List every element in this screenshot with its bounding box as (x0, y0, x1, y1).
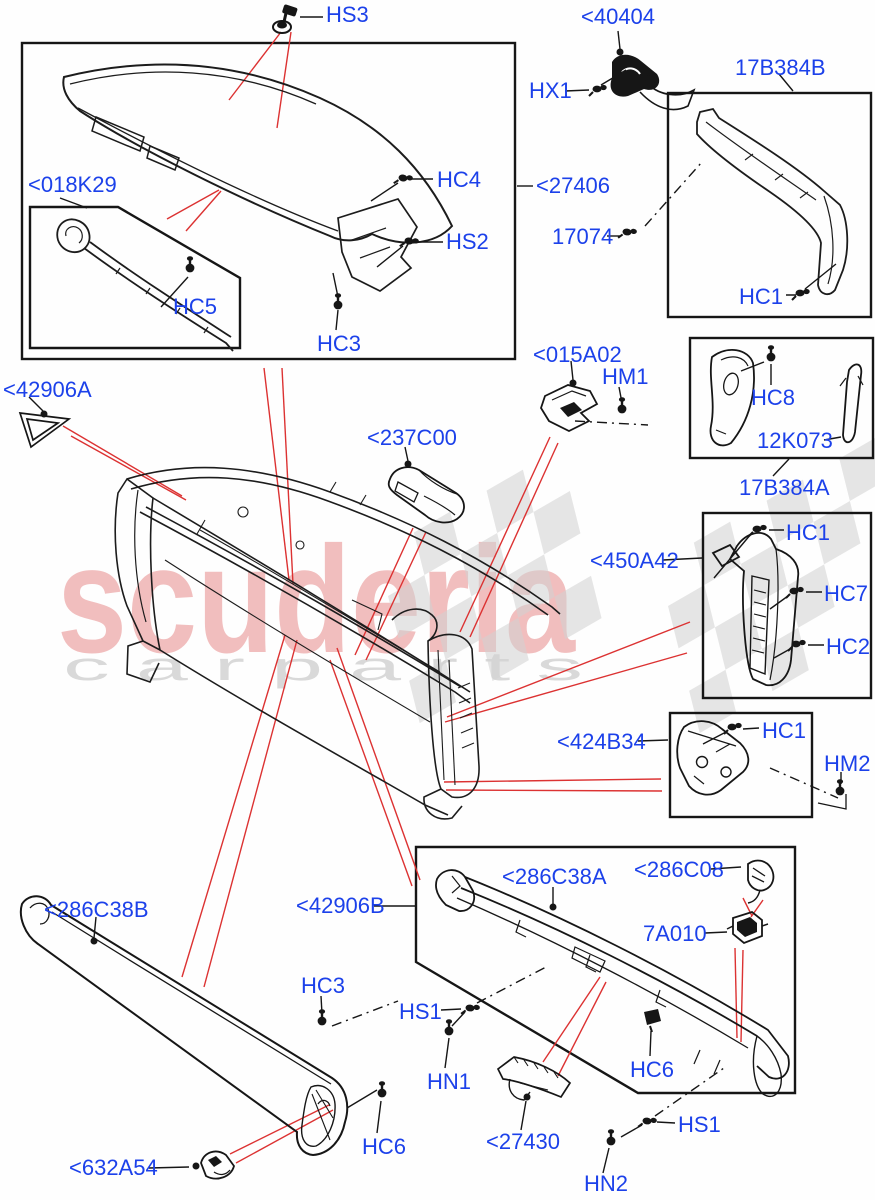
pillar-trim-450a42-illustration (711, 532, 800, 687)
part-label-hs3[interactable]: HS3 (326, 2, 369, 27)
lower-panel-286c38b-illustration (19, 895, 349, 1157)
part-label-450a42[interactable]: <450A42 (590, 548, 679, 573)
dot-237c00-icon (404, 460, 412, 468)
part-label-42906b[interactable]: <42906B (296, 893, 385, 918)
a-pillar-trim-17b384b-illustration (696, 107, 849, 296)
part-label-hc3-a[interactable]: HC3 (317, 331, 362, 356)
part-label-hc5[interactable]: HC5 (173, 294, 218, 319)
dot-015a02-icon (569, 379, 577, 387)
dot-40404-icon (616, 48, 624, 56)
trim-strip-018k29-illustration (56, 218, 234, 352)
callout-box-450a42 (701, 511, 873, 700)
part-label-27430[interactable]: <27430 (486, 1129, 561, 1154)
part-label-hm1[interactable]: HM1 (602, 364, 649, 389)
main-dash-illustration (114, 466, 561, 820)
part-label-286c08[interactable]: <286C08 (634, 857, 724, 882)
part-label-hc6-b[interactable]: HC6 (362, 1134, 407, 1159)
dot-42906a-icon (40, 410, 48, 418)
part-label-018k29[interactable]: <018K29 (28, 172, 117, 197)
part-label-hs2[interactable]: HS2 (446, 229, 489, 254)
part-label-hc3-b[interactable]: HC3 (301, 973, 346, 998)
part-label-hc4[interactable]: HC4 (437, 167, 482, 192)
clip-286c08-illustration (747, 859, 775, 904)
clip-hc6-illustration (644, 1009, 661, 1033)
callout-box-17b384a (688, 336, 875, 460)
part-label-hc1-c[interactable]: HC1 (762, 718, 807, 743)
part-label-424b34[interactable]: <424B34 (557, 729, 646, 754)
part-label-17b384a[interactable]: 17B384A (739, 475, 830, 500)
part-label-hc6-a[interactable]: HC6 (630, 1057, 675, 1082)
part-label-hc7[interactable]: HC7 (824, 581, 869, 606)
part-label-12k073[interactable]: 12K073 (757, 428, 833, 453)
part-label-237c00[interactable]: <237C00 (367, 425, 457, 450)
part-label-286c38b[interactable]: <286C38B (44, 897, 149, 922)
fastener-icons (40, 48, 846, 1170)
dash-dot-lines (331, 161, 839, 1117)
screw-hs3-icon (272, 4, 298, 34)
part-label-hc8[interactable]: HC8 (751, 385, 796, 410)
part-label-hm2[interactable]: HM2 (824, 751, 871, 776)
trim-17b384a-illustration (709, 349, 864, 447)
part-label-hc2[interactable]: HC2 (826, 634, 871, 659)
callout-box-42906b (414, 845, 797, 1095)
part-label-hx1[interactable]: HX1 (529, 78, 572, 103)
bracket-40404-illustration (610, 54, 696, 111)
callout-box-424b34 (668, 711, 814, 819)
part-label-hn2[interactable]: HN2 (584, 1171, 629, 1196)
part-label-hc1-a[interactable]: HC1 (739, 284, 784, 309)
part-label-hc1-b[interactable]: HC1 (786, 520, 831, 545)
clip-632a54-illustration (200, 1150, 235, 1180)
upper-rail-42906b-illustration (435, 869, 790, 1098)
part-label-hs1-b[interactable]: HS1 (678, 1112, 721, 1137)
callout-box-018k29 (28, 205, 242, 350)
bezel-237c00-illustration (387, 466, 465, 524)
callout-boxes (20, 41, 875, 1095)
clip-7a010-illustration (726, 910, 769, 945)
part-label-17b384b[interactable]: 17B384B (735, 55, 826, 80)
part-label-632a54[interactable]: <632A54 (69, 1155, 158, 1180)
part-label-7a010[interactable]: 7A010 (643, 921, 707, 946)
dot-286c38a-icon (549, 903, 557, 911)
dot-286c38b-icon (90, 937, 98, 945)
part-label-015a02[interactable]: <015A02 (533, 342, 622, 367)
part-label-286c38a[interactable]: <286C38A (502, 864, 607, 889)
ip-top-panel-illustration (62, 63, 454, 292)
bracket-424b34-illustration (676, 720, 750, 796)
part-label-hs1-a[interactable]: HS1 (399, 999, 442, 1024)
dot-632a54-icon (192, 1162, 200, 1170)
part-label-17074[interactable]: 17074 (552, 224, 614, 249)
part-label-hn1[interactable]: HN1 (427, 1069, 472, 1094)
part-label-42906a[interactable]: <42906A (3, 377, 92, 402)
bracket-015a02-illustration (540, 384, 599, 433)
callout-box-17b384b (666, 91, 873, 319)
dot-27430-icon (523, 1093, 531, 1101)
callout-box-27406 (20, 41, 517, 361)
part-label-40404[interactable]: <40404 (581, 4, 656, 29)
part-label-27406[interactable]: <27406 (536, 173, 611, 198)
vent-bracket-27430-illustration (496, 1056, 572, 1101)
label-leader-lines (28, 16, 847, 1174)
